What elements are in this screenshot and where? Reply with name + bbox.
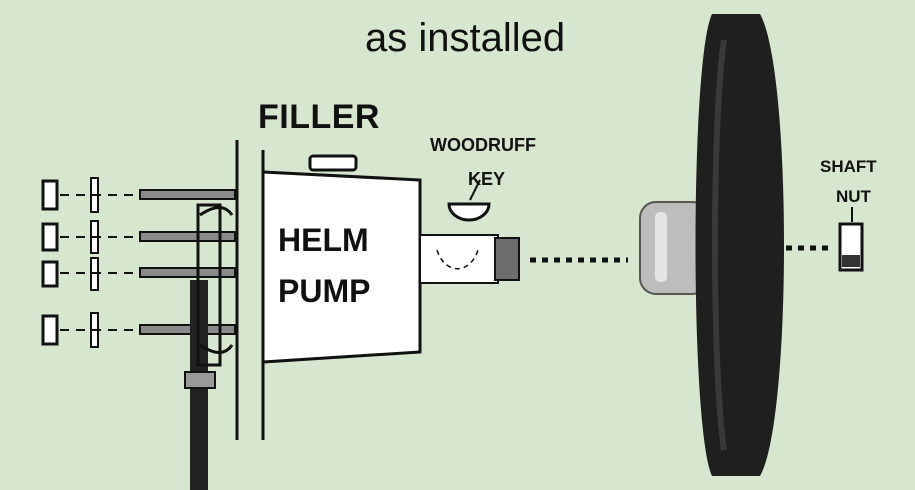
key-label: KEY xyxy=(468,169,506,189)
diagram-caption: as installed xyxy=(365,16,566,60)
woodruff-label: WOODRUFF xyxy=(430,135,536,155)
woodruff-key xyxy=(447,202,491,222)
shaft-keyway xyxy=(436,249,479,270)
bolt-nut-2 xyxy=(41,222,59,252)
hose-fitting xyxy=(184,371,216,389)
pump-shaft xyxy=(419,234,520,284)
shaft-nut xyxy=(838,207,864,272)
woodruff-leader xyxy=(469,179,481,201)
wheel-rim-highlight xyxy=(712,39,727,451)
mounting-bolt-1 xyxy=(41,177,236,213)
bolt-nut-4 xyxy=(41,314,59,346)
bolt-nut-1 xyxy=(41,179,59,211)
shaft-thread xyxy=(494,237,520,281)
nut-label: NUT xyxy=(836,187,871,206)
filler-label: FILLER xyxy=(258,98,380,136)
wheel-hub-highlight xyxy=(655,212,667,282)
hose-bracket xyxy=(196,203,222,367)
bracket-curve-top xyxy=(199,206,234,217)
wheel-rim xyxy=(695,14,784,476)
filler-cap xyxy=(308,154,358,172)
bolt-nut-3 xyxy=(41,260,59,288)
bolt-rod-2 xyxy=(139,231,236,242)
mounting-bolt-2 xyxy=(41,220,236,254)
pump-label: PUMP xyxy=(278,273,371,309)
bolt-rod-1 xyxy=(139,189,236,200)
bolt-rod-3 xyxy=(139,267,236,278)
shaft-body xyxy=(419,234,499,284)
helm-label: HELM xyxy=(278,222,369,258)
mounting-bolt-4 xyxy=(41,312,236,348)
shaft-nut-shadow xyxy=(842,255,860,267)
pump-body xyxy=(261,170,422,364)
shaft-label: SHAFT xyxy=(820,157,877,176)
bracket-curve-bottom xyxy=(199,343,234,354)
bolt-rod-4 xyxy=(139,324,236,335)
hydraulic-hoses xyxy=(184,203,234,490)
mounting-bolt-3 xyxy=(41,257,236,291)
steering-wheel xyxy=(639,14,784,476)
bulkhead-panel xyxy=(235,140,265,440)
